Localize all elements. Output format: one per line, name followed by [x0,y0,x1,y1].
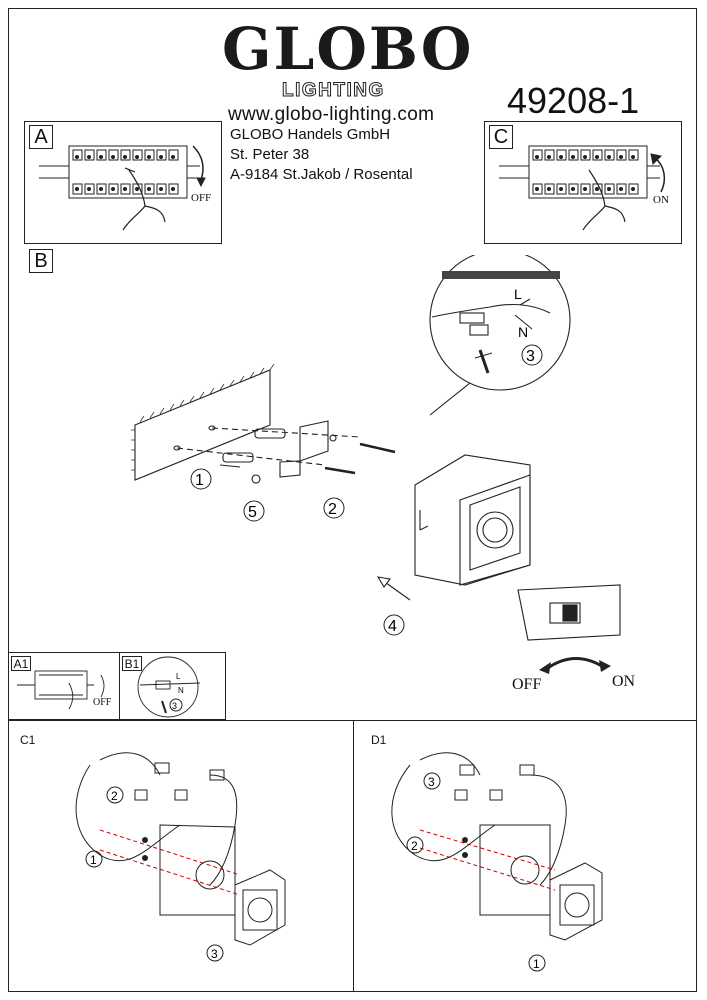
off-label: OFF [191,192,212,204]
d1-step-3: 3 [428,775,435,789]
c1-step-3-circle [206,944,224,962]
step-1-circle [190,468,212,490]
wall-switch-illustration [517,584,621,641]
d1-step-2: 2 [411,839,418,853]
panel-b-label: B [29,249,53,273]
website-url: www.globo-lighting.com [228,104,435,125]
c1-step-2: 2 [111,789,118,803]
model-number: 49208-1 [507,80,640,121]
d1-step-1-circle [528,954,546,972]
panel-c1-label: C1 [20,733,36,747]
a1-off-label: OFF [93,697,112,708]
brand-logo: GLOBO [222,15,474,83]
panel-a: OFF [24,121,222,244]
page-border [8,8,697,992]
switch-off-label: OFF [512,676,542,693]
fuse-box-off-small [17,670,105,710]
brand-subtitle: LIGHTING [282,80,385,102]
wall-plate [134,369,271,481]
address-line-city: A-9184 St.Jakob / Rosental [230,166,413,183]
step-5-circle [243,500,265,522]
section-divider-vertical [353,720,354,992]
step-1-number: 1 [195,472,204,489]
lamp-assembly-c1: 1 2 3 [75,752,286,962]
b1-neutral-label: N [178,686,184,695]
section-divider [8,720,697,721]
c1-step-3: 3 [211,947,218,961]
c1-step-2-circle [106,786,124,804]
switch-on-label: ON [612,673,636,690]
wiring-detail-circle [429,255,571,391]
fuse-box-on-illustration [499,145,666,231]
installation-diagram: L N 3 1 2 5 4 [131,255,621,641]
d1-step-2-circle [406,836,424,854]
neutral-wire-label: N [518,324,528,340]
breaker-row-bottom [72,183,179,195]
lamp-assembly-d1: 2 3 1 [391,752,603,972]
on-label: ON [653,194,669,206]
panel-a-label: A [29,125,53,149]
wall-hatching [131,363,275,471]
address-line-street: St. Peter 38 [230,146,310,163]
switch-direction-arrow [539,657,611,674]
b1-step-3: 3 [172,701,177,711]
step-2-circle [323,497,345,519]
panel-a1-label: A1 [11,656,31,671]
step-4-circle [383,614,405,636]
step-3-number: 3 [526,348,535,365]
d1-step-1: 1 [533,957,540,971]
d1-step-3-circle [423,772,441,790]
b1-live-label: L [176,672,181,681]
step-2-number: 2 [328,501,337,518]
breaker-row-top [72,149,179,161]
address-line-company: GLOBO Handels GmbH [230,126,391,143]
wiring-detail-small: 3 L N [137,656,201,718]
step-5-number: 5 [248,504,257,521]
step-4-number: 4 [388,618,397,635]
panel-c: ON [484,121,682,244]
fuse-box-off-illustration [39,145,206,231]
lamp-housing [414,454,531,586]
c1-step-1-circle [85,850,103,868]
panel-b1-label: B1 [122,656,142,671]
live-wire-label: L [514,286,522,302]
panel-d1-label: D1 [371,733,387,747]
step-3-circle [521,344,543,366]
c1-step-1: 1 [90,853,97,867]
panel-c-label: C [489,125,513,149]
